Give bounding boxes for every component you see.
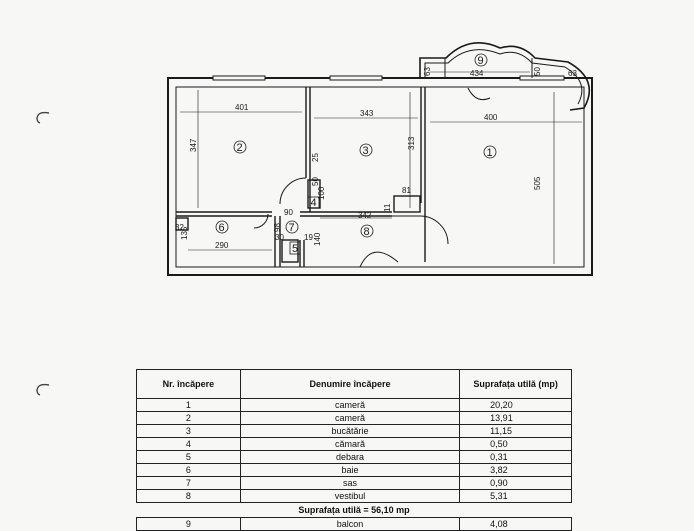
cell-area: 0,90	[459, 476, 572, 490]
table-row: 5 debara 0,31	[136, 450, 572, 464]
cell-name: bucătărie	[239, 424, 461, 438]
dim-label: 140	[313, 232, 322, 246]
dim-label: 25	[311, 153, 320, 162]
table-row: 3 bucătărie 11,15	[136, 424, 572, 438]
room-numbers: 1 2 3 4 5 6 7	[215, 53, 497, 255]
room-marker-2: 2	[233, 140, 247, 154]
room-marker-7: 7	[285, 220, 299, 234]
table-row: 9 balcon 4,08	[136, 517, 572, 531]
cell-nr: 4	[136, 437, 241, 451]
table-row: 4 cămară 0,50	[136, 437, 572, 451]
cell-nr: 8	[136, 489, 241, 503]
room-marker-1: 1	[483, 145, 497, 159]
rooms-area-table: Nr. încăpere Denumire încăpere Suprafața…	[136, 369, 572, 531]
svg-text:9: 9	[478, 55, 484, 67]
dim-label: 347	[189, 138, 198, 152]
header-nr: Nr. încăpere	[136, 369, 241, 399]
table-row: 6 baie 3,82	[136, 463, 572, 477]
table-header-row: Nr. încăpere Denumire încăpere Suprafața…	[136, 369, 572, 399]
cell-nr: 3	[136, 424, 241, 438]
table-row: 2 cameră 13,91	[136, 411, 572, 425]
dim-label: 81	[402, 186, 411, 195]
dimension-lines	[180, 71, 582, 264]
binder-hole-mark	[36, 111, 50, 124]
svg-text:7: 7	[289, 222, 295, 234]
cell-name: baie	[239, 463, 461, 477]
dim-label: 50	[533, 67, 542, 76]
table-row: 7 sas 0,90	[136, 476, 572, 490]
dim-label: 50	[311, 177, 320, 186]
table-row: 8 vestibul 5,31	[136, 489, 572, 503]
room-marker-8: 8	[360, 224, 374, 238]
cell-name: sas	[239, 476, 461, 490]
cell-area: 11,15	[459, 424, 572, 438]
dim-label: 434	[470, 69, 484, 78]
svg-text:5: 5	[292, 243, 298, 255]
room-marker-6: 6	[215, 220, 229, 234]
svg-text:8: 8	[364, 226, 370, 238]
cell-nr: 9	[136, 517, 241, 531]
cell-area: 5,31	[459, 489, 572, 503]
svg-text:3: 3	[363, 145, 369, 157]
cell-area: 13,91	[459, 411, 572, 425]
balcony-outline	[419, 42, 591, 111]
cell-name: cameră	[239, 411, 461, 425]
binder-hole-mark	[36, 383, 50, 396]
room-marker-3: 3	[359, 143, 373, 157]
dim-label: 342	[358, 211, 372, 220]
cell-name: balcon	[239, 517, 461, 531]
dim-label: 343	[360, 109, 374, 118]
room-marker-5: 5	[289, 241, 301, 255]
dim-label: 401	[235, 103, 249, 112]
dim-label: 32	[175, 223, 184, 232]
cell-area: 3,82	[459, 463, 572, 477]
outer-walls	[167, 77, 593, 276]
dim-label: 19	[304, 233, 313, 242]
svg-text:4: 4	[311, 197, 317, 209]
dim-label: 98	[273, 223, 282, 232]
cell-area: 0,50	[459, 437, 572, 451]
cell-area: 0,31	[459, 450, 572, 464]
dim-label: 63	[423, 67, 432, 76]
dim-label: 90	[284, 208, 293, 217]
dim-label: 100	[317, 186, 326, 200]
header-name: Denumire încăpere	[239, 369, 461, 399]
svg-text:2: 2	[237, 142, 243, 154]
cell-name: cămară	[239, 437, 461, 451]
floor-plan: 401 343 400 434 63 63 50 347 313 505 25 …	[167, 42, 593, 276]
cell-area: 20,20	[459, 398, 572, 412]
cell-nr: 5	[136, 450, 241, 464]
dim-label: 313	[407, 136, 416, 150]
door-swings	[253, 87, 491, 268]
header-area: Suprafața utilă (mp)	[459, 369, 572, 399]
cell-nr: 1	[136, 398, 241, 412]
dim-label: 290	[215, 241, 229, 250]
cell-area: 4,08	[459, 517, 572, 531]
cell-name: cameră	[239, 398, 461, 412]
table-row: 1 cameră 20,20	[136, 398, 572, 412]
svg-text:1: 1	[487, 147, 493, 159]
cell-nr: 7	[136, 476, 241, 490]
room-marker-9: 9	[474, 53, 488, 67]
partition-walls	[175, 87, 426, 267]
dimension-labels: 401 343 400 434 63 63 50 347 313 505 25 …	[175, 67, 577, 250]
cell-nr: 2	[136, 411, 241, 425]
dim-label: 63	[568, 69, 577, 78]
cell-nr: 6	[136, 463, 241, 477]
window-marks	[212, 75, 565, 81]
dim-label: 30	[275, 233, 284, 242]
dim-label: 400	[484, 113, 498, 122]
total-area-label: Suprafața utilă = 56,10 mp	[136, 502, 572, 518]
dim-label: 11	[383, 203, 392, 212]
total-row: Suprafața utilă = 56,10 mp	[136, 502, 572, 518]
svg-text:6: 6	[219, 222, 225, 234]
cell-name: debara	[239, 450, 461, 464]
dim-label: 135	[180, 226, 189, 240]
dim-label: 505	[533, 176, 542, 190]
cell-name: vestibul	[239, 489, 461, 503]
room-marker-4: 4	[307, 196, 320, 209]
